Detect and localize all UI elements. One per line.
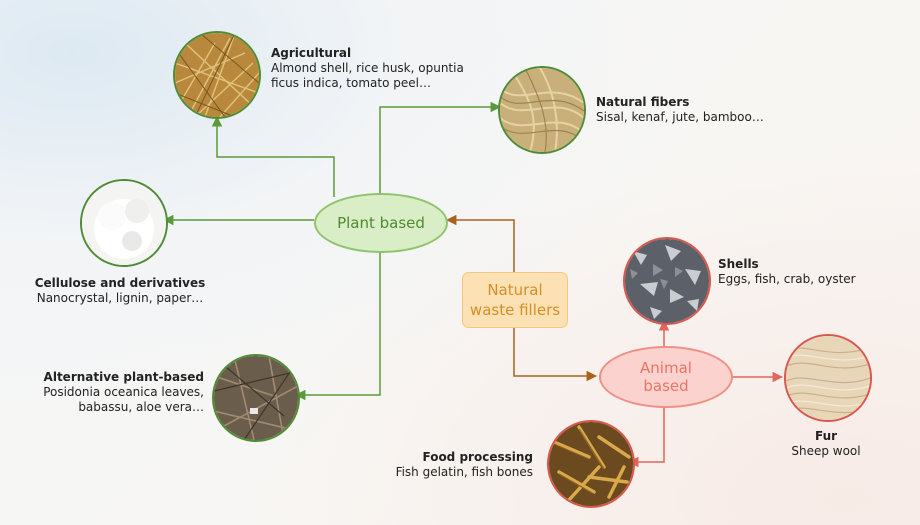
agricultural-title: Agricultural [271,46,464,61]
shells-label: Shells Eggs, fish, crab, oyster [718,257,856,287]
plant-based-label: Plant based [337,214,425,232]
shells-desc: Eggs, fish, crab, oyster [718,272,856,287]
fur-title: Fur [770,429,882,444]
center-label-line1: Natural [487,280,542,300]
arrow-to-agricultural [217,117,334,197]
center-label-line2: waste fillers [470,300,560,320]
plant-based-node: Plant based [314,193,448,253]
agricultural-desc-line1: Almond shell, rice husk, opuntia [271,61,464,76]
arrow-to-alt-plant [296,249,380,395]
cellulose-photo [80,179,168,267]
alt-plant-photo [212,354,300,442]
food-processing-title: Food processing [380,450,533,465]
agricultural-desc-line2: ficus indica, tomato peel… [271,76,464,91]
animal-based-label-line1: Animal [640,359,692,377]
alt-plant-desc-line1: Posidonia oceanica leaves, [40,385,204,400]
natural-waste-fillers-node: Natural waste fillers [462,272,568,328]
animal-based-label-line2: based [643,377,688,395]
cellulose-desc: Nanocrystal, lignin, paper… [20,291,220,306]
alt-plant-desc-line2: babassu, aloe vera… [40,400,204,415]
fur-desc: Sheep wool [770,444,882,459]
alt-plant-title: Alternative plant-based [40,370,204,385]
agricultural-photo [173,31,261,119]
natural-fibers-label: Natural fibers Sisal, kenaf, jute, bambo… [596,95,764,125]
cellulose-label: Cellulose and derivatives Nanocrystal, l… [20,276,220,306]
cellulose-title: Cellulose and derivatives [20,276,220,291]
arrow-center-to-animal [514,326,596,376]
alt-plant-label: Alternative plant-based Posidonia oceani… [40,370,204,415]
natural-fibers-desc: Sisal, kenaf, jute, bamboo… [596,110,764,125]
animal-based-node: Animal based [599,346,733,408]
fur-label: Fur Sheep wool [770,429,882,459]
arrow-to-food [629,404,664,462]
food-processing-desc: Fish gelatin, fish bones [380,465,533,480]
natural-fibers-photo [498,66,586,154]
shells-photo [623,237,711,325]
fur-photo [784,334,872,422]
agricultural-label: Agricultural Almond shell, rice husk, op… [271,46,464,91]
food-processing-photo [547,420,635,508]
natural-fibers-title: Natural fibers [596,95,764,110]
food-processing-label: Food processing Fish gelatin, fish bones [380,450,533,480]
arrow-center-to-plant [447,220,514,272]
shells-title: Shells [718,257,856,272]
arrow-to-natural-fibers [380,107,500,193]
